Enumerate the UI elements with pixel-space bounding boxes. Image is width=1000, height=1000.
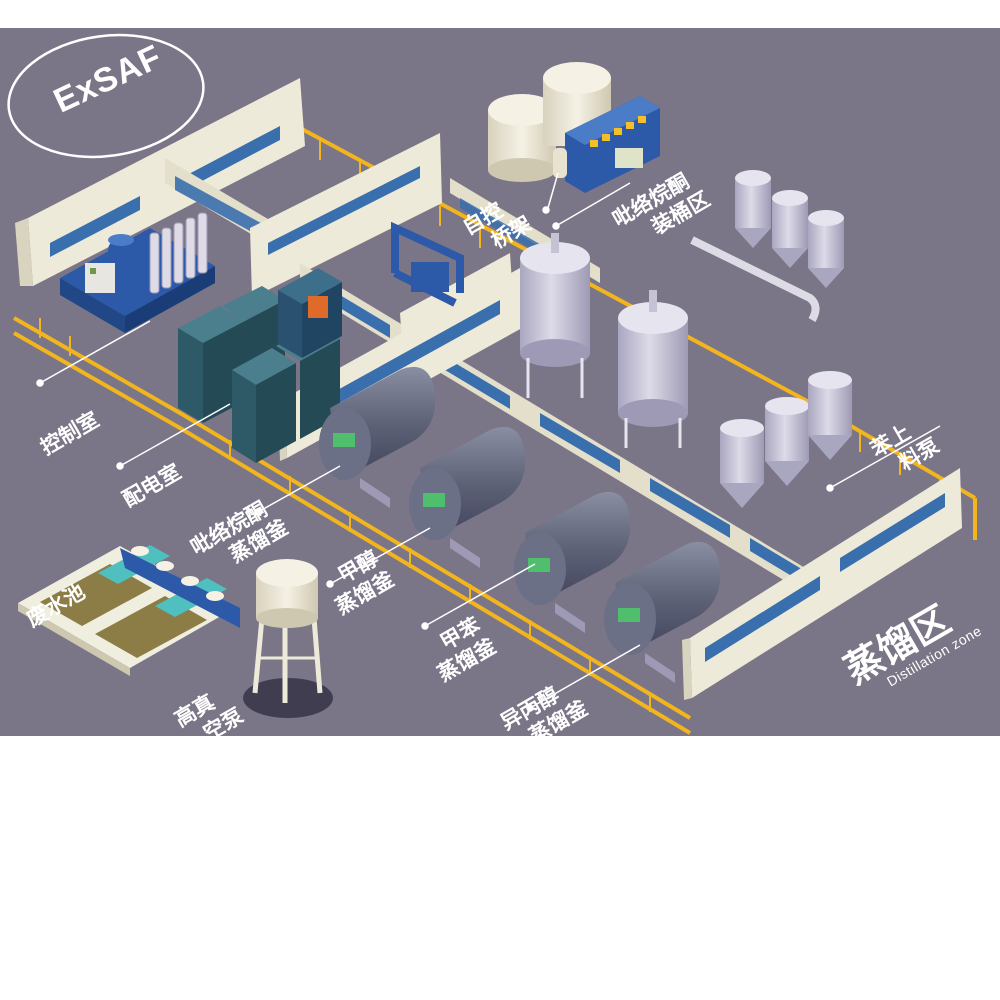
- feed-pump-tanks: [720, 371, 852, 508]
- auto-control-bridge: [391, 221, 464, 307]
- still-1: [319, 366, 436, 508]
- factory-scene: ExSAF 控制室 配电室 吡络烷酮 蒸馏釜 甲醇 蒸馏釜 废水池 甲苯 蒸馏釜…: [0, 28, 1000, 748]
- label-leader-lines: [36, 172, 941, 712]
- control-room-equipment: [60, 212, 215, 333]
- isometric-factory-illustration: [0, 28, 1000, 736]
- still-3: [514, 491, 631, 633]
- water-tower: [243, 559, 333, 718]
- distillation-stills: [319, 366, 721, 683]
- vertical-reactors: [520, 233, 688, 448]
- building-walls: [15, 78, 962, 700]
- still-2: [409, 426, 526, 568]
- barreling-area-equipment: [488, 62, 660, 193]
- brand-logo: [7, 33, 205, 159]
- power-room-cabinets: [178, 268, 342, 463]
- feed-tanks: [690, 170, 844, 322]
- still-4: [604, 541, 721, 683]
- rail-posts: [39, 140, 941, 712]
- waste-water-pool: [18, 545, 240, 676]
